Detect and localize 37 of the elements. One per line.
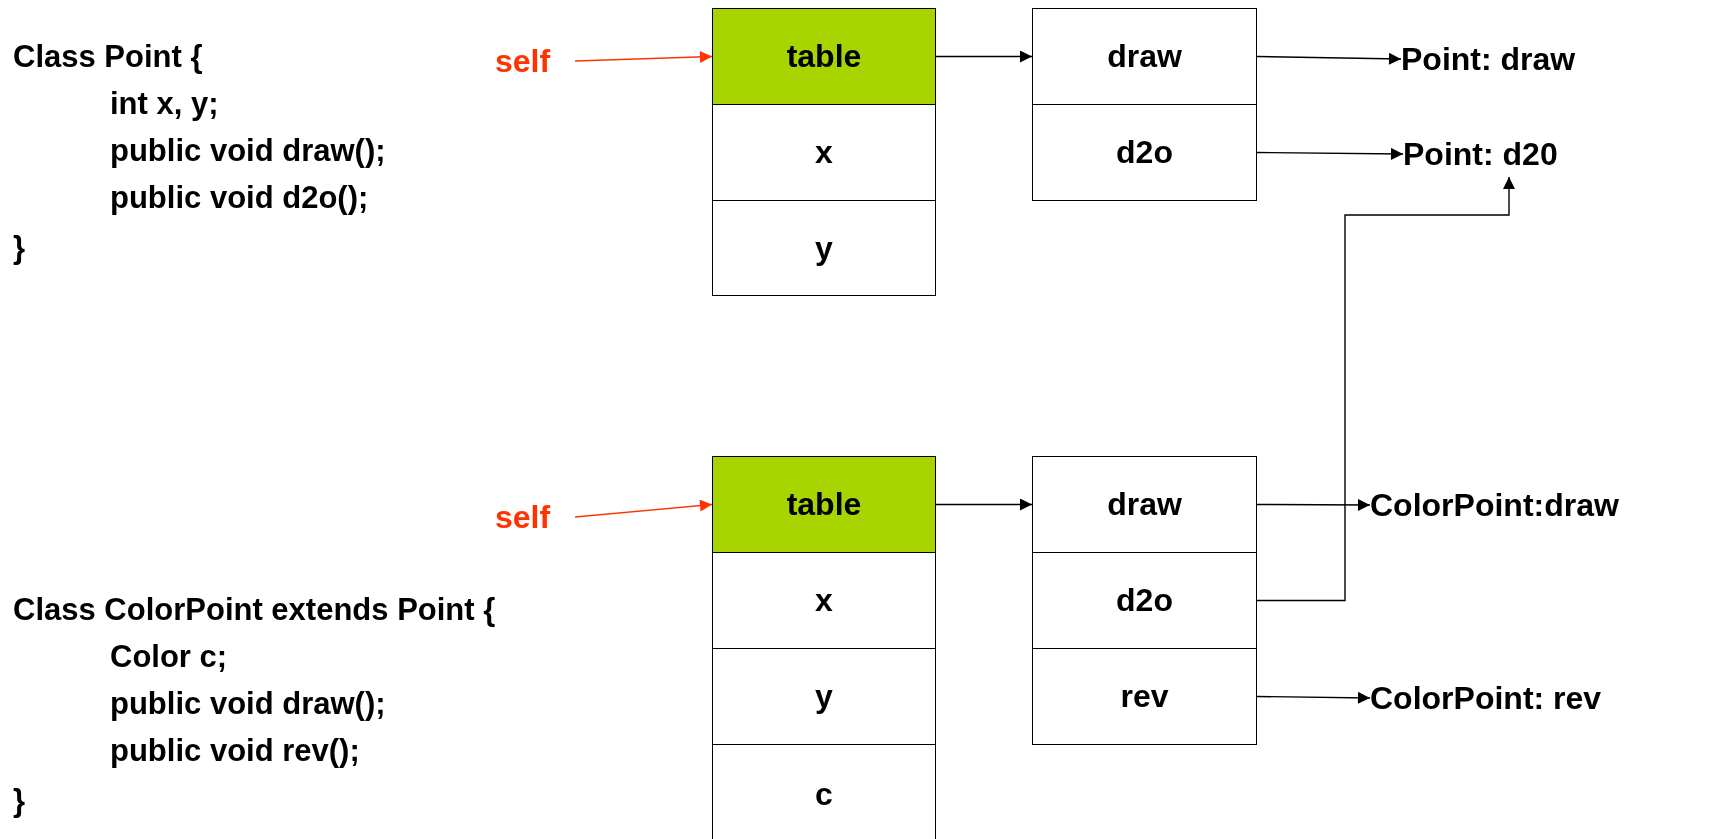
code-line: public void draw();	[110, 133, 386, 169]
method-label: Point: draw	[1401, 36, 1651, 82]
pointer-label: self	[495, 494, 575, 540]
method-label: ColorPoint: rev	[1370, 675, 1700, 721]
table-cell: x	[712, 104, 936, 201]
code-line: Class ColorPoint extends Point {	[13, 592, 496, 628]
pointer-cell: table	[712, 456, 936, 553]
table-cell: draw	[1032, 8, 1257, 105]
arrow	[1256, 691, 1371, 704]
method-label: Point: d20	[1403, 131, 1615, 177]
arrow	[1256, 147, 1404, 160]
table-cell: rev	[1032, 648, 1257, 745]
table-cell: y	[712, 648, 936, 745]
table-cell: x	[712, 552, 936, 649]
table-cell: c	[712, 744, 936, 839]
table-cell: d2o	[1032, 552, 1257, 649]
pointer-label: self	[495, 38, 575, 84]
arrow	[1256, 52, 1402, 65]
arrow	[574, 50, 713, 63]
arrow	[574, 499, 713, 518]
code-line: int x, y;	[110, 86, 219, 122]
table-cell: draw	[1032, 456, 1257, 553]
code-line: Class Point {	[13, 39, 203, 75]
table-cell: y	[712, 200, 936, 296]
code-line: public void d2o();	[110, 180, 369, 216]
arrow	[1256, 498, 1371, 511]
pointer-cell: table	[712, 8, 936, 105]
code-line: }	[13, 230, 26, 266]
code-line: }	[13, 783, 26, 819]
arrow	[1256, 176, 1515, 602]
code-line: public void draw();	[110, 686, 386, 722]
arrow	[935, 50, 1033, 63]
code-line: public void rev();	[110, 733, 360, 769]
table-cell: d2o	[1032, 104, 1257, 201]
code-line: Color c;	[110, 639, 228, 675]
method-label: ColorPoint:draw	[1370, 482, 1700, 528]
arrow	[935, 498, 1033, 511]
